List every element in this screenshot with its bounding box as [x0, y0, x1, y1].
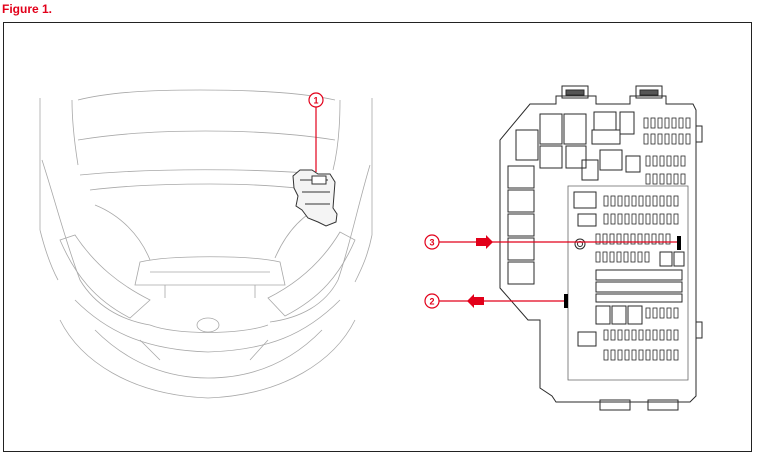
callout-2-label: 2 — [429, 297, 434, 307]
callout-1-label: 1 — [313, 96, 318, 106]
location-marker-2 — [564, 294, 568, 308]
arrow-right-icon — [476, 235, 493, 249]
vehicle-front-view — [40, 90, 372, 398]
callout-2: 2 — [425, 294, 564, 308]
fuse-box-location-marker — [293, 170, 337, 226]
callout-3-label: 3 — [429, 238, 434, 248]
arrow-left-icon — [467, 294, 484, 308]
location-marker-3 — [677, 236, 681, 250]
callout-3: 3 — [425, 235, 677, 249]
callout-1: 1 — [309, 93, 323, 172]
